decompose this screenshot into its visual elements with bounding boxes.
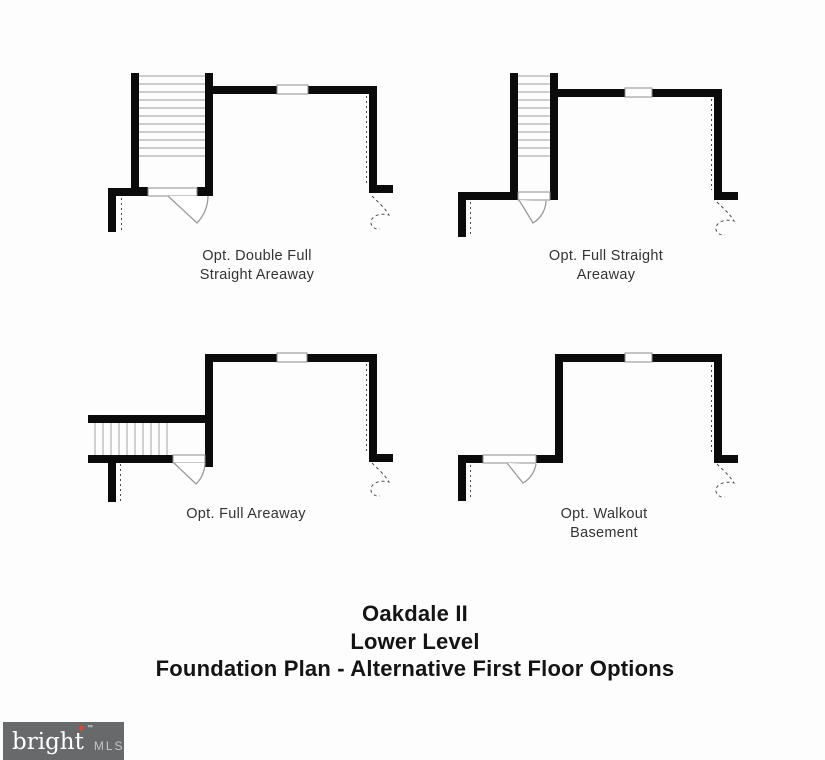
- plan-label-line2: Straight Areaway: [199, 267, 315, 283]
- door-swing: [173, 462, 206, 485]
- plan-label-walkout-basement: Opt. Walkout Basement: [561, 505, 648, 543]
- plan-label-line1: Opt. Double Full: [202, 248, 312, 264]
- sheet-title: Oakdale II Lower Level Foundation Plan -…: [5, 600, 825, 683]
- plan-drawing-double-full-straight-areaway: [108, 73, 393, 232]
- plan-label-double-full-straight-areaway: Opt. Double Full Straight Areaway: [200, 247, 314, 285]
- door-threshold: [147, 187, 198, 197]
- door-threshold: [482, 454, 537, 464]
- door-threshold: [172, 454, 206, 464]
- plan-label-line2: Basement: [570, 525, 638, 541]
- sheet-title-level: Lower Level: [350, 628, 480, 654]
- plan-label-line1: Opt. Full Areaway: [186, 506, 306, 522]
- door-swing: [506, 462, 537, 484]
- brightmls-wordmark: bright✦™: [12, 723, 93, 755]
- walls: [458, 73, 738, 237]
- door-threshold: [517, 191, 551, 201]
- plan-label-line1: Opt. Walkout: [560, 506, 648, 522]
- areaway-dashed-outline: [370, 195, 390, 230]
- stair-treads: [94, 423, 168, 455]
- walls: [108, 73, 393, 232]
- stair-treads: [518, 75, 550, 157]
- mls-text: MLS: [93, 738, 125, 753]
- window-symbol: [276, 84, 309, 95]
- dashed-foundation-lines: [121, 96, 367, 231]
- plan-label-line2: Areaway: [576, 267, 636, 283]
- dashed-foundation-lines: [470, 99, 712, 236]
- window-symbol: [276, 352, 308, 363]
- window-symbol: [624, 352, 653, 363]
- stair-treads: [139, 75, 205, 157]
- floorplan-drawings: [88, 73, 738, 502]
- areaway-dashed-outline: [715, 463, 735, 498]
- plan-drawing-full-areaway: [88, 352, 393, 502]
- star-icon: ✦: [76, 721, 86, 735]
- walls: [458, 354, 738, 501]
- dashed-foundation-lines: [120, 364, 367, 501]
- areaway-dashed-outline: [715, 201, 735, 236]
- areaway-dashed-outline: [370, 462, 390, 497]
- sheet-title-description: Foundation Plan - Alternative First Floo…: [155, 656, 675, 681]
- door-swing: [518, 199, 547, 224]
- trademark-symbol: ™: [86, 724, 93, 731]
- brightmls-logo: bright✦™ MLS: [3, 722, 124, 760]
- window-symbol: [624, 87, 653, 98]
- plan-label-line1: Opt. Full Straight: [548, 248, 664, 264]
- sheet-title-plan-name: Oakdale II: [362, 601, 468, 626]
- walls: [88, 354, 393, 502]
- plan-drawing-walkout-basement: [458, 352, 738, 501]
- plan-label-full-areaway: Opt. Full Areaway: [186, 505, 306, 524]
- plan-label-full-straight-areaway: Opt. Full Straight Areaway: [549, 247, 663, 285]
- dashed-foundation-lines: [470, 365, 712, 500]
- door-swing: [167, 195, 209, 224]
- plan-drawing-full-straight-areaway: [458, 73, 738, 237]
- brand-text: bright: [12, 728, 84, 755]
